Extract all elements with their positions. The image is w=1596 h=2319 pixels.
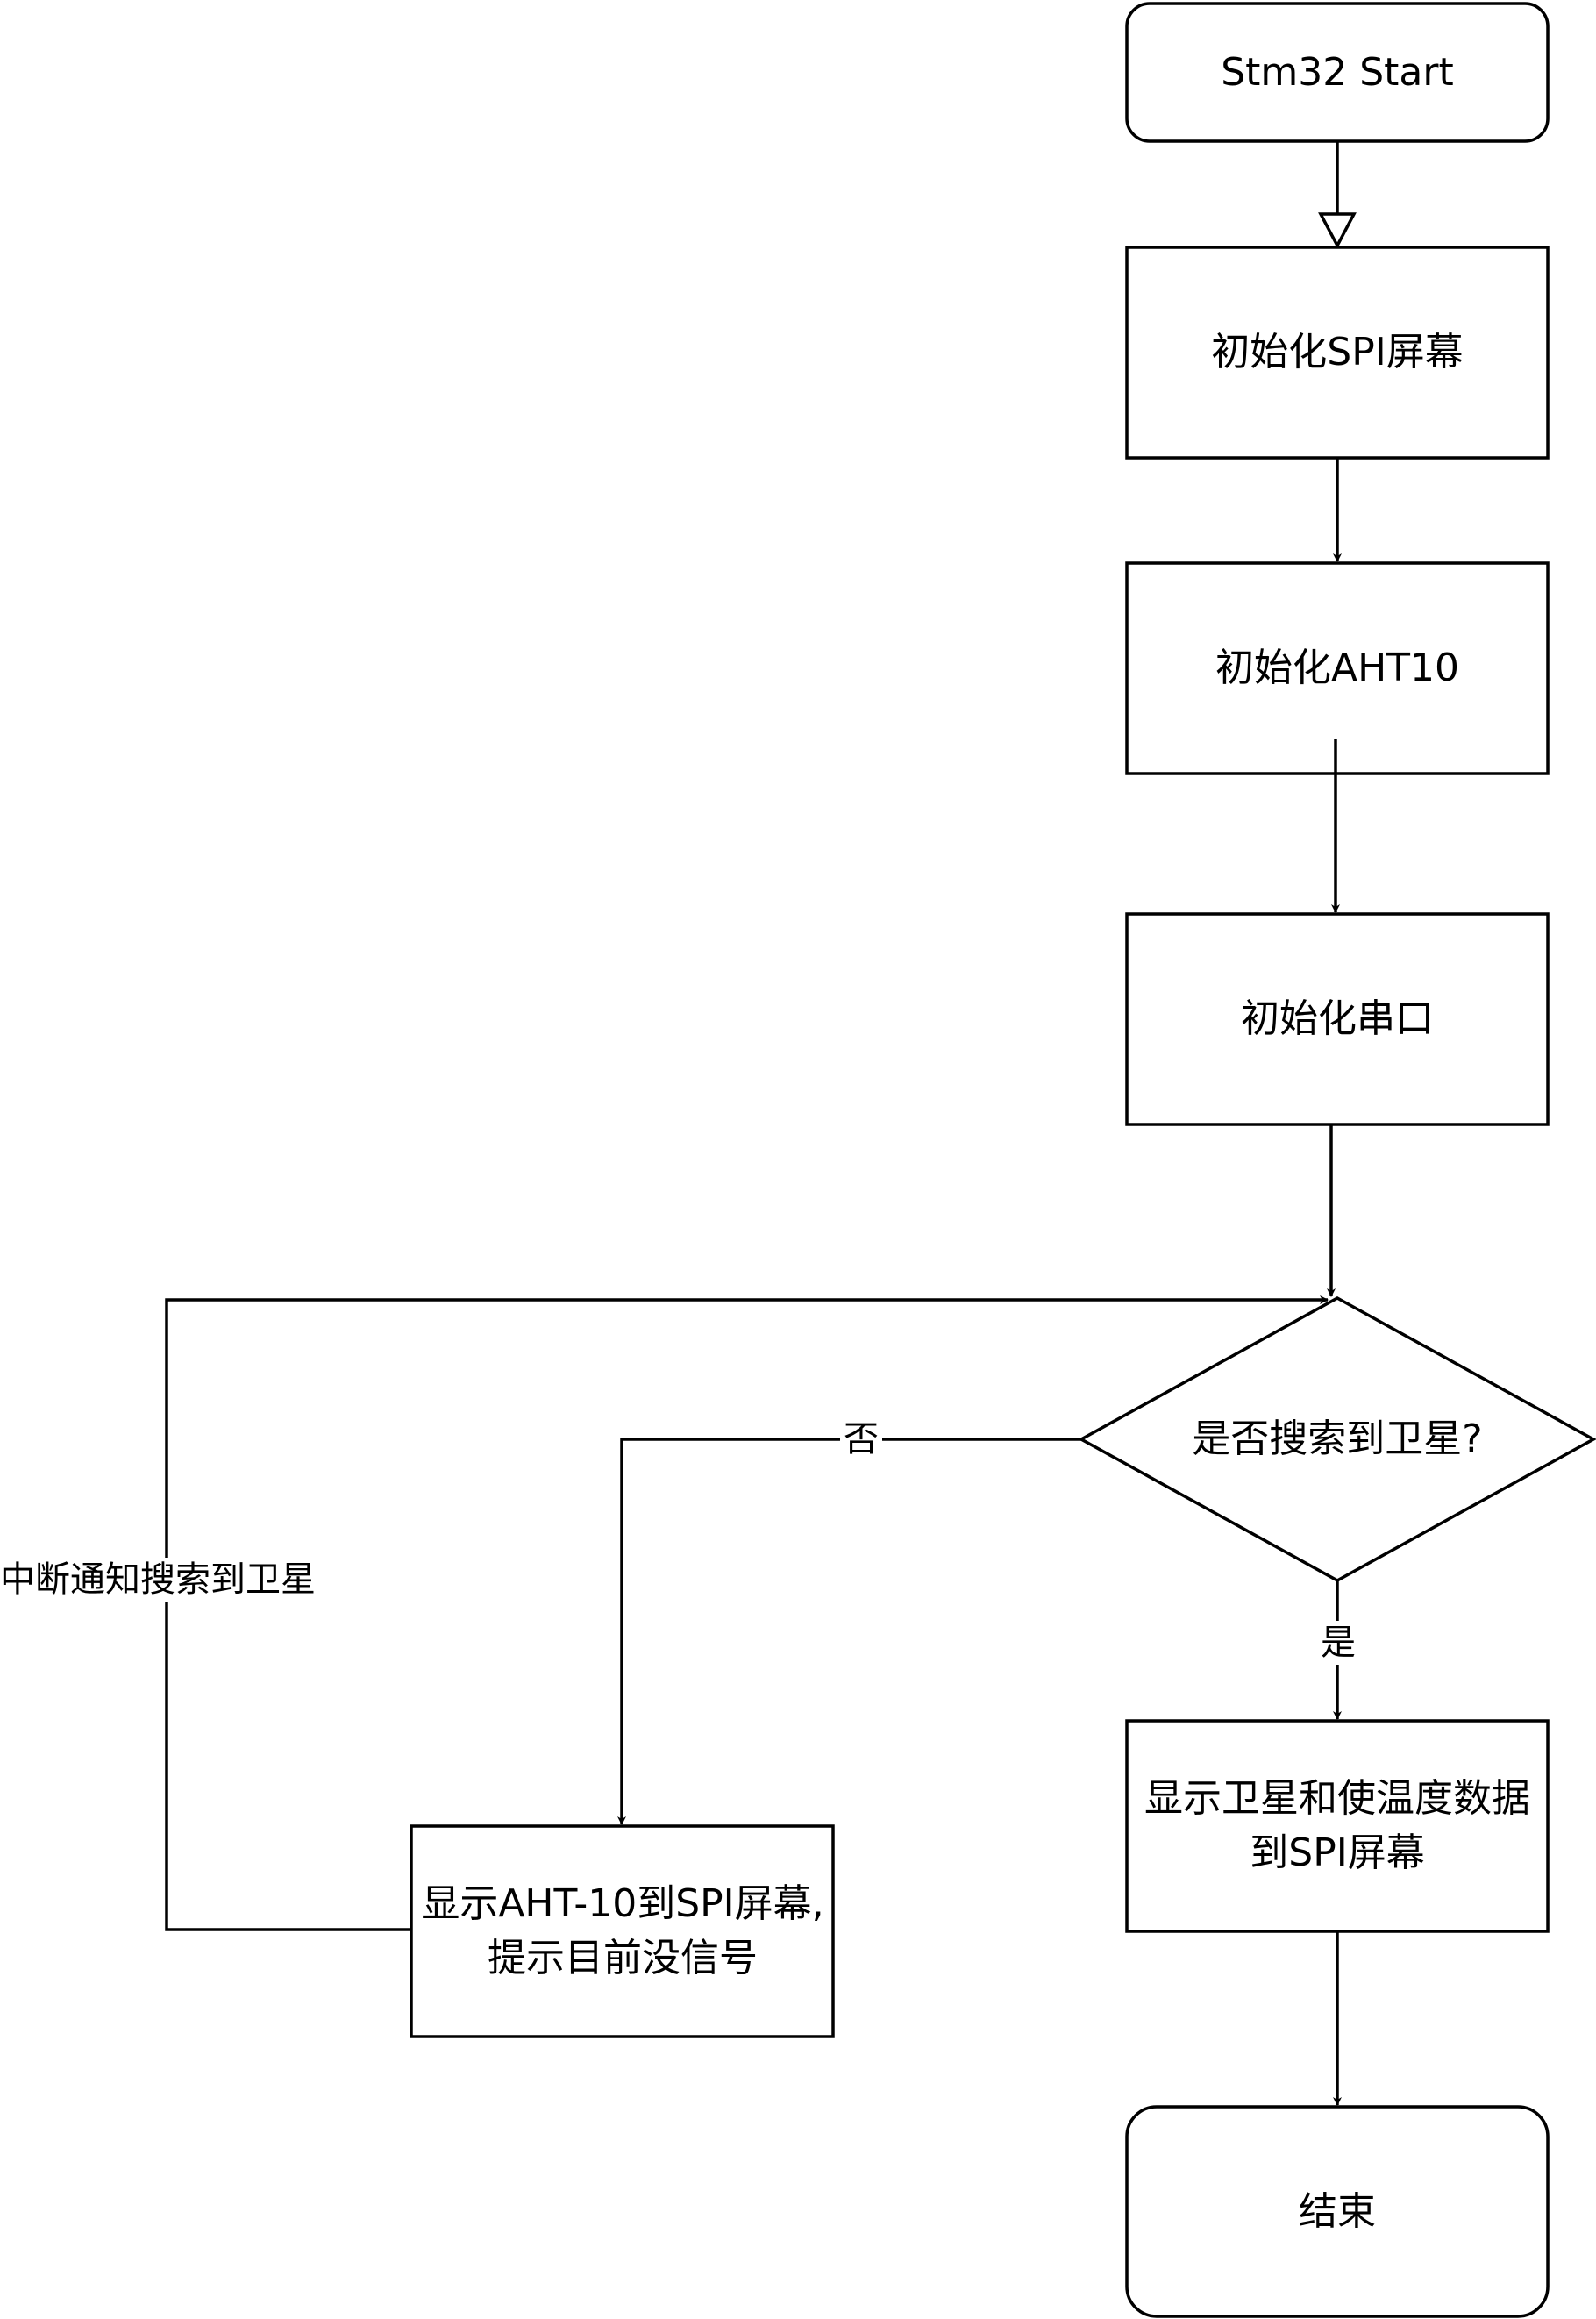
init-uart-node: 初始化串口: [1127, 914, 1548, 1124]
show-aht-node: 显示AHT-10到SPI屏幕,提示目前没信号: [421, 1826, 824, 2037]
init-aht-node-shape: [1125, 561, 1550, 775]
show-sat-node-label: 显示卫星和使温度数据到SPI屏幕: [1144, 1776, 1530, 1875]
edge-interrupt-loop: [165, 1295, 1329, 1931]
show-sat-node: 显示卫星和使温度数据到SPI屏幕: [1136, 1721, 1539, 1931]
end-node-label: 结束: [1299, 2188, 1376, 2234]
edge-label-no: 否: [840, 1417, 882, 1461]
end-node-shape: [1125, 2105, 1550, 2318]
decision-node-label: 是否搜索到卫星?: [1192, 1416, 1483, 1461]
init-spi-node-label: 初始化SPI屏幕: [1211, 330, 1464, 375]
end-node: 结束: [1127, 2107, 1548, 2316]
hollow-arrowhead: [1318, 212, 1357, 249]
edge-label-yes: 是: [1319, 1621, 1357, 1665]
show-aht-node-label: 显示AHT-10到SPI屏幕,提示目前没信号: [421, 1881, 824, 1980]
init-aht-node: 初始化AHT10: [1127, 563, 1548, 774]
init-uart-node-shape: [1125, 912, 1550, 1126]
decision-node: 是否搜索到卫星?: [1131, 1369, 1543, 1509]
edge-label-interrupt: 中断通知搜索到卫星: [0, 1558, 319, 1602]
init-aht-node-label: 初始化AHT10: [1215, 646, 1460, 690]
init-spi-node-shape: [1125, 246, 1550, 460]
init-spi-node: 初始化SPI屏幕: [1127, 247, 1548, 458]
show-aht-node-shape: [410, 1824, 835, 2038]
edge-decision-no: [617, 1438, 1081, 1825]
start-node: Stm32 Start: [1127, 4, 1548, 141]
start-node-label: Stm32 Start: [1221, 49, 1454, 95]
init-uart-node-label: 初始化串口: [1241, 996, 1434, 1041]
